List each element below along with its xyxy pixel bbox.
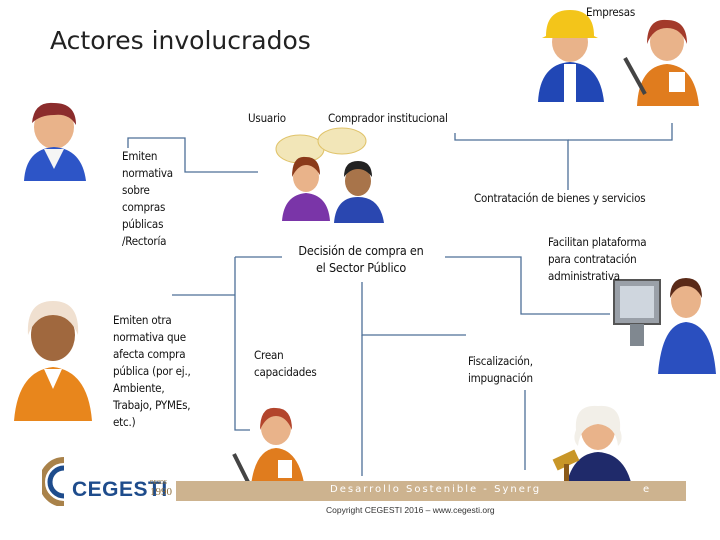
logo-wordmark: CEGESTI (72, 478, 168, 501)
computer-monitor-icon (613, 278, 716, 374)
person-icon (14, 301, 92, 421)
label-line: administrativa (548, 269, 620, 283)
connector-facilitan (445, 256, 610, 315)
worker-hardhat-icon (538, 10, 604, 102)
label-line: normativa que (113, 330, 186, 344)
label-line: Facilitan plataforma (548, 235, 647, 249)
label-fiscalizacion: Fiscalización, impugnación (468, 353, 533, 387)
copyright: Copyright CEGESTI 2016 – www.cegesti.org (326, 505, 495, 515)
connector-rectoria (127, 137, 258, 173)
label-line: Ambiente, (113, 381, 165, 395)
label-line: Trabajo, PYMEs, (113, 398, 191, 412)
label-line: capacidades (254, 365, 317, 379)
label-crean: Crean capacidades (254, 347, 317, 381)
label-facilitan: Facilitan plataforma para contratación a… (548, 234, 647, 285)
label-line: Crean (254, 348, 284, 362)
label-comprador: Comprador institucional (328, 111, 448, 125)
label-decision: Decisión de compra en el Sector Público (276, 242, 446, 276)
label-line: afecta compra (113, 347, 186, 361)
label-contratacion: Contratación de bienes y servicios (474, 191, 646, 205)
label-line: Emiten otra (113, 313, 172, 327)
label-line: normativa (122, 166, 173, 180)
label-line: para contratación (548, 252, 637, 266)
label-line: el Sector Público (315, 260, 407, 275)
label-line: Emiten (122, 149, 158, 163)
page-title: Actores involucrados (50, 26, 311, 55)
footer-bar-text-end: e (643, 484, 650, 495)
label-line: etc.) (113, 415, 136, 429)
label-line: sobre (122, 183, 150, 197)
footer-bar (176, 481, 686, 501)
label-line: Fiscalización, (468, 354, 533, 368)
label-line: pública (por ej., (113, 364, 191, 378)
connector-empresas (454, 133, 569, 190)
person-icon (623, 19, 699, 106)
label-emiten-otra: Emiten otra normativa que afecta compra … (113, 312, 191, 431)
connector-fiscal (361, 282, 466, 336)
connector-empresas-right (568, 123, 673, 141)
connector-left-vertical (234, 257, 250, 431)
label-empresas: Empresas (586, 5, 636, 19)
label-line: compras (122, 200, 166, 214)
footer-bar-text: Desarrollo Sostenible - Synerg (330, 484, 542, 495)
person-icon (24, 102, 86, 181)
speech-bubble-icon (275, 127, 384, 223)
label-usuario: Usuario (248, 111, 286, 125)
logo-year: 1990 (150, 486, 172, 498)
label-line: impugnación (468, 371, 533, 385)
label-line: /Rectoría (122, 234, 167, 248)
label-line: públicas (122, 217, 164, 231)
cegesti-logo-icon (42, 457, 65, 506)
label-emiten-normativa: Emiten normativa sobre compras públicas … (122, 148, 173, 250)
logo-desde: DESDE (150, 480, 168, 486)
label-line: Decisión de compra en (298, 243, 424, 258)
